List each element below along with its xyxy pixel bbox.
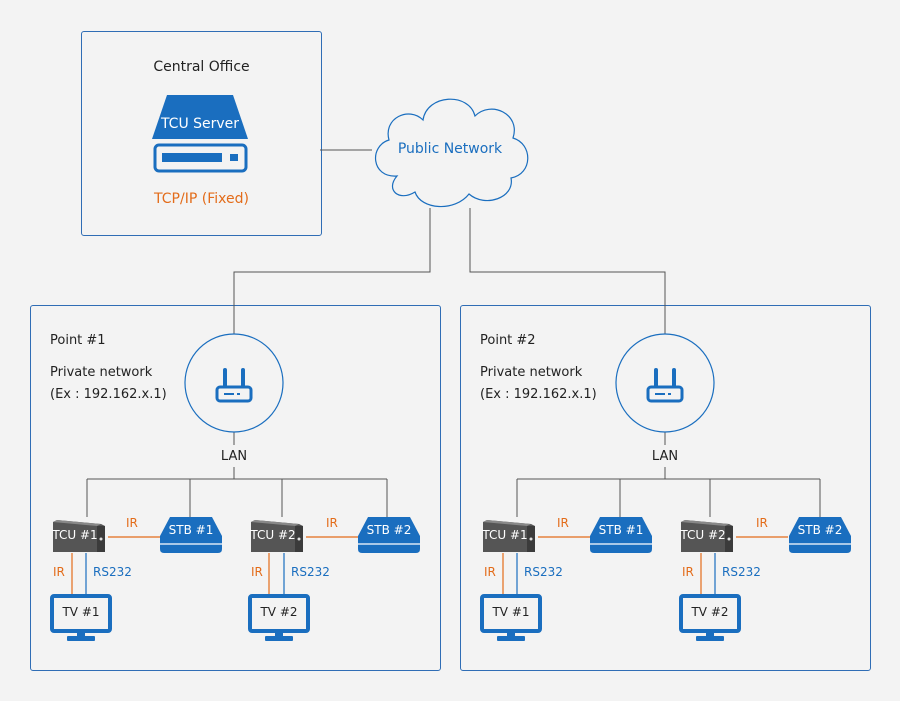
stb-label: STB #1 — [168, 523, 214, 537]
rs232-label: RS232 — [524, 565, 563, 579]
tcu-label: TCU #1 — [52, 528, 98, 542]
router-icon — [615, 333, 715, 433]
ir-label: IR — [484, 565, 496, 579]
tv-label: TV #2 — [260, 605, 298, 619]
tv-icon — [50, 594, 112, 641]
point-2-network: Private network — [480, 365, 583, 380]
server-label: TCU Server — [160, 116, 240, 132]
ir-label: IR — [126, 516, 138, 530]
stb-label: STB #1 — [598, 523, 644, 537]
ir-label: IR — [326, 516, 338, 530]
point-1-network: Private network — [50, 365, 153, 380]
ir-label: IR — [756, 516, 768, 530]
rs232-label: RS232 — [722, 565, 761, 579]
rs232-label: RS232 — [93, 565, 132, 579]
point-1-ip: (Ex : 192.162.x.1) — [50, 387, 167, 402]
server-icon — [152, 95, 248, 173]
tcu-label: TCU #2 — [250, 528, 296, 542]
tcp-ip-label: TCP/IP (Fixed) — [154, 191, 249, 207]
stb-label: STB #2 — [366, 523, 412, 537]
point-2-lan-label: LAN — [651, 449, 679, 464]
point-1-lan-label: LAN — [220, 449, 248, 464]
stb-device-icon — [590, 517, 652, 553]
ir-label: IR — [557, 516, 569, 530]
tcu-label: TCU #2 — [680, 528, 726, 542]
public-network-label: Public Network — [397, 141, 503, 157]
tv-icon — [679, 594, 741, 641]
stb-device-icon — [160, 517, 222, 553]
tv-icon — [248, 594, 310, 641]
stb-device-icon — [789, 517, 851, 553]
ir-label: IR — [682, 565, 694, 579]
tcu-device-icon — [681, 520, 733, 552]
point-1-title: Point #1 — [50, 333, 106, 348]
ir-label: IR — [251, 565, 263, 579]
router-icon — [184, 333, 284, 433]
rs232-label: RS232 — [291, 565, 330, 579]
central-office-title: Central Office — [153, 59, 250, 75]
stb-label: STB #2 — [797, 523, 843, 537]
stb-device-icon — [358, 517, 420, 553]
tcu-device-icon — [251, 520, 303, 552]
ir-label: IR — [53, 565, 65, 579]
tv-label: TV #1 — [492, 605, 530, 619]
tcu-device-icon — [483, 520, 535, 552]
tv-label: TV #1 — [62, 605, 100, 619]
tv-label: TV #2 — [691, 605, 729, 619]
point-2-ip: (Ex : 192.162.x.1) — [480, 387, 597, 402]
point-2-title: Point #2 — [480, 333, 536, 348]
tcu-device-icon — [53, 520, 105, 552]
tcu-label: TCU #1 — [482, 528, 528, 542]
cloud-icon — [374, 98, 529, 208]
tv-icon — [480, 594, 542, 641]
